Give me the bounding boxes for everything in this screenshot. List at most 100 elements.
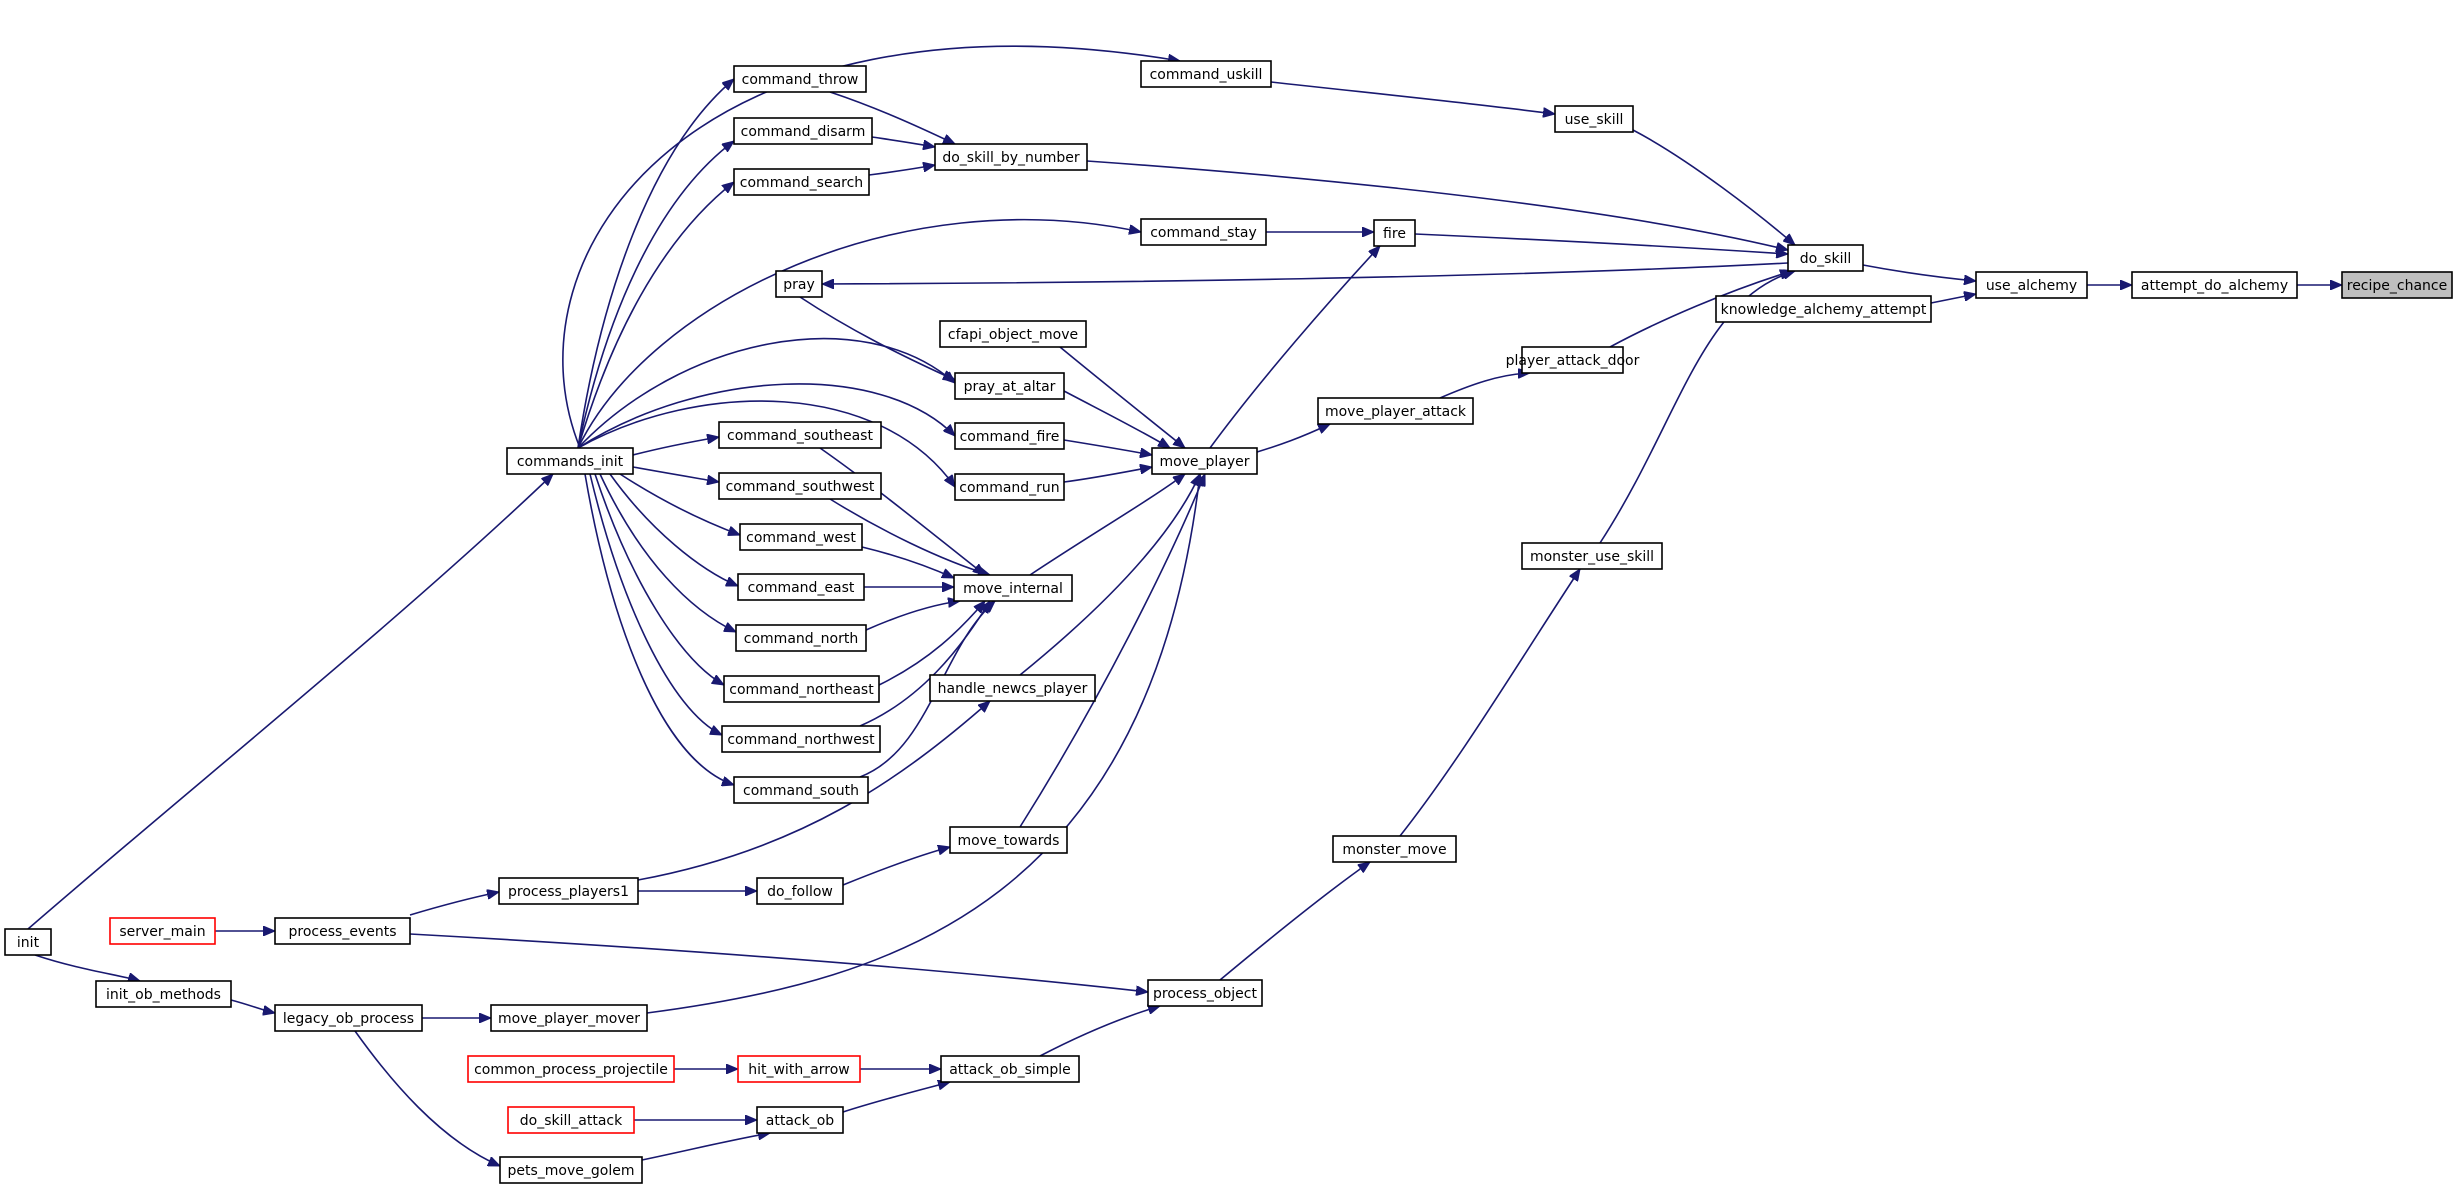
edge-process_players1-to-handle_newcs_player <box>637 701 990 881</box>
node-process_players1[interactable]: process_players1 <box>498 877 639 905</box>
node-command_search[interactable]: command_search <box>733 168 870 196</box>
edge-move_player-to-move_player_attack <box>1256 423 1330 453</box>
edge-commands_init-to-command_southwest <box>632 466 719 482</box>
node-move_towards[interactable]: move_towards <box>949 826 1068 854</box>
node-box <box>737 1055 861 1083</box>
node-label: handle_newcs_player <box>938 681 1088 697</box>
node-use_skill[interactable]: use_skill <box>1554 105 1634 133</box>
node-box <box>940 1055 1080 1083</box>
node-do_skill_by_number[interactable]: do_skill_by_number <box>934 143 1088 171</box>
edge-command_search-to-do_skill_by_number <box>868 165 935 176</box>
edge-do_skill_by_number-to-do_skill <box>1086 160 1788 250</box>
node-label: command_fire <box>960 429 1060 445</box>
node-box <box>490 1004 648 1032</box>
node-legacy_ob_process[interactable]: legacy_ob_process <box>274 1004 423 1032</box>
node-label: common_process_projectile <box>474 1062 668 1078</box>
node-handle_newcs_player[interactable]: handle_newcs_player <box>929 674 1096 702</box>
edge-commands_init-to-command_fire <box>577 383 955 449</box>
node-cfapi_object_move[interactable]: cfapi_object_move <box>939 320 1087 348</box>
node-label: command_uskill <box>1150 67 1263 83</box>
node-command_throw[interactable]: command_throw <box>733 65 867 93</box>
edge-command_southeast-to-move_internal <box>819 447 985 575</box>
node-box <box>718 421 882 449</box>
node-monster_move[interactable]: monster_move <box>1332 835 1457 863</box>
node-box <box>721 725 881 753</box>
node-move_player[interactable]: move_player <box>1151 447 1258 475</box>
node-box <box>2341 271 2453 299</box>
node-box <box>735 624 867 652</box>
edge-command_uskill-to-use_skill <box>1270 81 1555 114</box>
node-command_north[interactable]: command_north <box>735 624 867 652</box>
node-commands_init[interactable]: commands_init <box>506 447 634 475</box>
node-do_follow[interactable]: do_follow <box>756 877 844 905</box>
node-box <box>954 372 1065 400</box>
edge-do_skill-to-pray <box>822 262 1789 284</box>
node-box <box>1373 219 1416 247</box>
node-move_player_attack[interactable]: move_player_attack <box>1317 397 1474 425</box>
node-command_northwest[interactable]: command_northwest <box>721 725 881 753</box>
node-label: pray <box>783 277 815 293</box>
node-label: monster_move <box>1342 842 1446 858</box>
node-label: do_skill_by_number <box>942 150 1080 166</box>
node-command_west[interactable]: command_west <box>739 523 863 551</box>
node-do_skill[interactable]: do_skill <box>1787 244 1864 272</box>
node-box <box>775 270 823 298</box>
node-monster_use_skill[interactable]: monster_use_skill <box>1521 542 1663 570</box>
node-hit_with_arrow[interactable]: hit_with_arrow <box>737 1055 861 1083</box>
node-box <box>739 523 863 551</box>
node-attack_ob[interactable]: attack_ob <box>756 1106 844 1134</box>
node-command_northeast[interactable]: command_northeast <box>723 675 880 703</box>
node-knowledge_alchemy_attempt[interactable]: knowledge_alchemy_attempt <box>1715 295 1932 323</box>
node-command_uskill[interactable]: command_uskill <box>1140 60 1272 88</box>
node-process_object[interactable]: process_object <box>1147 979 1263 1007</box>
node-common_process_projectile[interactable]: common_process_projectile <box>467 1055 675 1083</box>
node-box <box>1317 397 1474 425</box>
edge-do_follow-to-move_towards <box>842 847 950 886</box>
node-box <box>1787 244 1864 272</box>
edge-move_player-to-fire <box>1209 246 1380 449</box>
node-command_south[interactable]: command_south <box>733 776 869 804</box>
node-pray_at_altar[interactable]: pray_at_altar <box>954 372 1065 400</box>
node-command_southeast[interactable]: command_southeast <box>718 421 882 449</box>
node-command_stay[interactable]: command_stay <box>1140 218 1267 246</box>
node-process_events[interactable]: process_events <box>274 917 411 945</box>
node-command_east[interactable]: command_east <box>737 573 865 601</box>
node-fire[interactable]: fire <box>1373 219 1416 247</box>
node-box <box>723 675 880 703</box>
node-box <box>4 928 52 956</box>
node-player_attack_door[interactable]: player_attack_door <box>1506 346 1640 374</box>
node-attempt_do_alchemy[interactable]: attempt_do_alchemy <box>2131 271 2298 299</box>
node-label: move_player_mover <box>498 1011 640 1027</box>
edge-do_skill-to-use_alchemy <box>1862 264 1976 281</box>
edge-command_northeast-to-move_internal <box>878 601 985 686</box>
node-box <box>109 917 216 945</box>
edge-cfapi_object_move-to-move_player <box>1059 346 1185 448</box>
edge-move_player_mover-to-move_player <box>646 474 1200 1014</box>
node-command_disarm[interactable]: command_disarm <box>733 117 873 145</box>
node-label: move_player <box>1159 454 1249 470</box>
node-init_ob_methods[interactable]: init_ob_methods <box>95 980 232 1008</box>
node-box <box>507 1106 635 1134</box>
node-do_skill_attack[interactable]: do_skill_attack <box>507 1106 635 1134</box>
node-label: process_object <box>1153 986 1257 1002</box>
node-use_alchemy[interactable]: use_alchemy <box>1975 271 2088 299</box>
node-box <box>954 473 1065 501</box>
node-label: move_internal <box>963 581 1063 597</box>
node-move_internal[interactable]: move_internal <box>953 574 1073 602</box>
node-label: command_throw <box>742 72 859 88</box>
edge-commands_init-to-command_southeast <box>632 437 719 456</box>
node-init[interactable]: init <box>4 928 52 956</box>
edge-commands_init-to-command_northwest <box>589 473 722 736</box>
node-pray[interactable]: pray <box>775 270 823 298</box>
node-recipe_chance[interactable]: recipe_chance <box>2341 271 2453 299</box>
edge-commands_init-to-command_throw <box>577 79 734 449</box>
edge-attack_ob_simple-to-process_object <box>1039 1006 1160 1057</box>
node-command_run[interactable]: command_run <box>954 473 1065 501</box>
node-pets_move_golem[interactable]: pets_move_golem <box>499 1156 643 1184</box>
node-attack_ob_simple[interactable]: attack_ob_simple <box>940 1055 1080 1083</box>
node-label: do_skill_attack <box>520 1113 623 1129</box>
node-move_player_mover[interactable]: move_player_mover <box>490 1004 648 1032</box>
node-command_fire[interactable]: command_fire <box>954 422 1065 450</box>
node-server_main[interactable]: server_main <box>109 917 216 945</box>
node-command_southwest[interactable]: command_southwest <box>718 472 882 500</box>
